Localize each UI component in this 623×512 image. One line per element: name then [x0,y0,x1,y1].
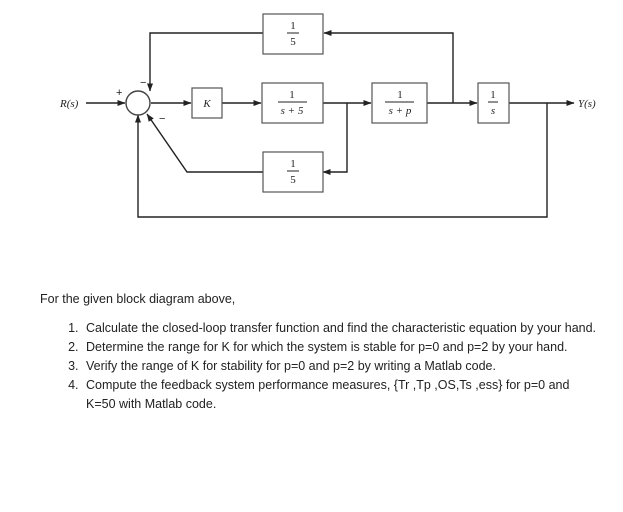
minus-sign-bottom: − [159,113,165,125]
plant-block-numerator: 1 [397,89,403,101]
bottom-block-denominator: 5 [290,174,296,186]
integrator-block-denominator: s [491,105,495,117]
gain-block [191,87,223,119]
mid-block-numerator: 1 [289,89,295,101]
summing-junction [125,90,151,116]
top-block-denominator: 5 [290,36,296,48]
problem-text: For the given block diagram above, Calcu… [40,290,600,414]
plus-sign: + [116,87,122,99]
top-gain-block [262,13,324,55]
bottom-gain-block [262,151,324,193]
question-item: Compute the feedback system performance … [82,376,600,414]
integrator-block-numerator: 1 [490,89,496,101]
bottom-feedback-wire-out [146,113,263,173]
intro-paragraph: For the given block diagram above, [40,292,236,306]
outer-feedback-wire [135,103,548,218]
bottom-feedback-wire-in [322,103,348,175]
bottom-block-numerator: 1 [290,158,296,170]
integrator-block [477,82,510,124]
mid-transfer-block [261,82,324,124]
top-feedback-wire-out [147,32,263,92]
gain-label: K [202,98,211,110]
question-item: Calculate the closed-loop transfer funct… [82,319,600,338]
mid-block-denominator: s + 5 [281,105,304,117]
input-label: R(s) [59,98,79,110]
minus-sign-top: − [140,77,146,89]
plant-block-denominator: s + p [389,105,412,117]
question-item: Determine the range for K for which the … [82,338,600,357]
plant-block [371,82,428,124]
top-feedback-wire-in [323,30,454,103]
question-list: Calculate the closed-loop transfer funct… [40,319,600,414]
question-item: Verify the range of K for stability for … [82,357,600,376]
output-label: Y(s) [578,98,596,110]
block-diagram: + − − R(s) Y(s) K 1 5 1 s + 5 1 5 1 s + … [59,13,596,218]
top-block-numerator: 1 [290,20,296,32]
